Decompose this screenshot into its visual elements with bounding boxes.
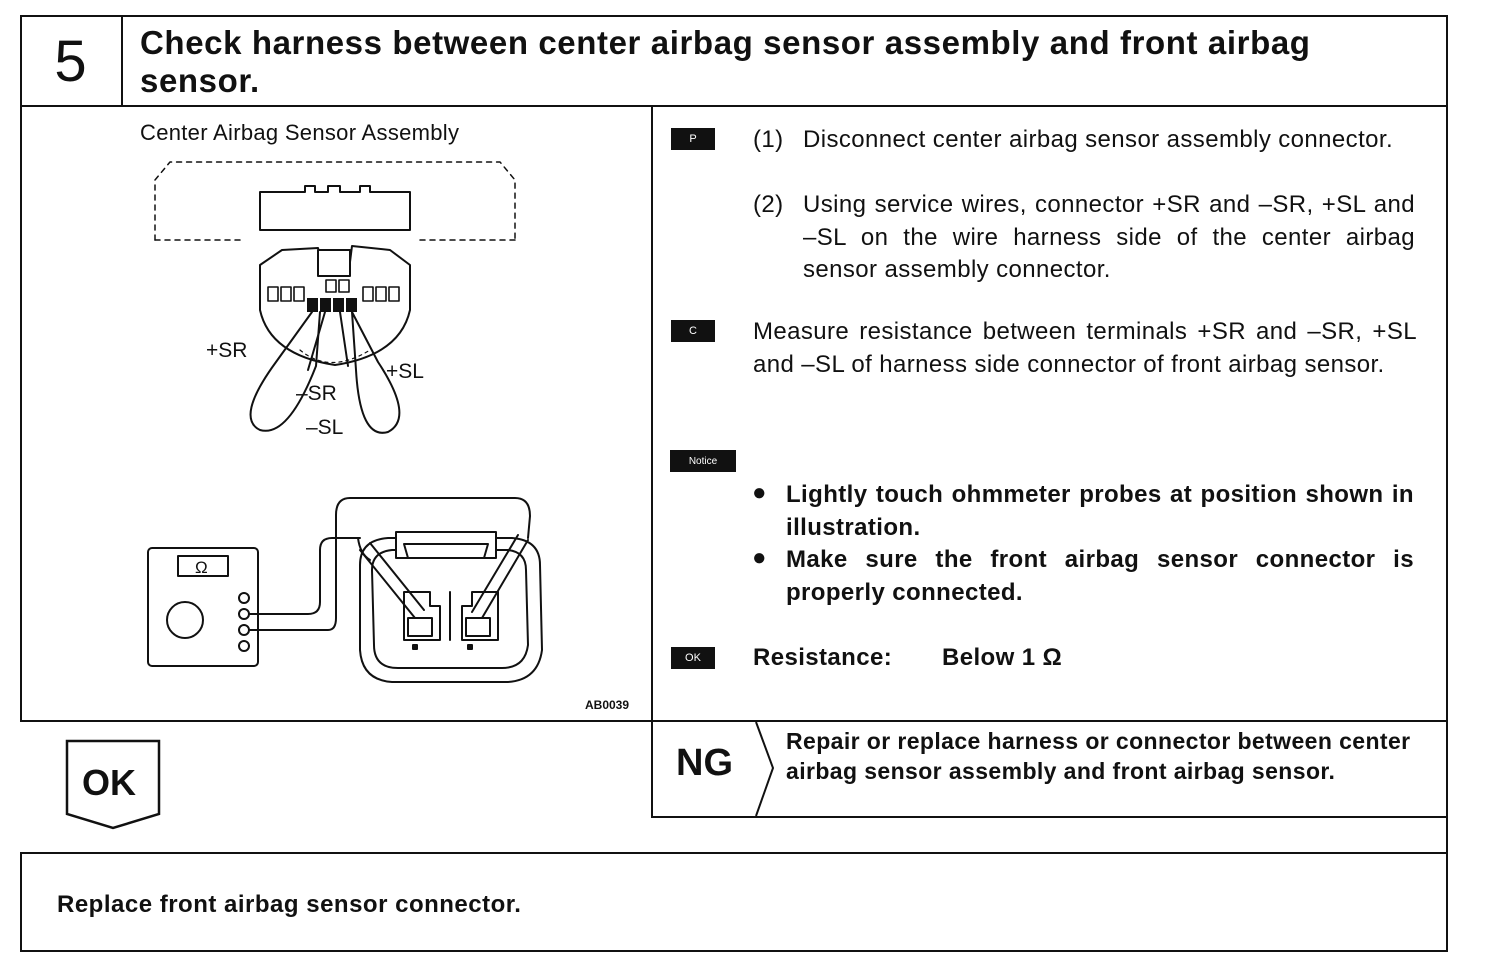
- label-minus-sr: –SR: [296, 382, 337, 405]
- ng-chevron-icon: [755, 721, 775, 817]
- connector-line: [1446, 818, 1448, 854]
- ok-arrow-icon: [65, 739, 161, 830]
- ok-result-label: OK: [82, 762, 136, 803]
- column-divider: [651, 106, 653, 816]
- notice-tag: Notice: [670, 450, 736, 472]
- prepare-step-1-num: (1): [753, 126, 784, 153]
- prepare-step-2-text: Using service wires, connector +SR and –…: [803, 191, 1415, 283]
- notice-bullet-icon: ●: [752, 544, 767, 571]
- ng-result-label: NG: [676, 742, 733, 784]
- notice-1: Lightly touch ohmmeter probes at positio…: [786, 481, 1414, 541]
- resistance-value: Below 1 Ω: [942, 644, 1063, 671]
- step-title: Check harness between center airbag sens…: [140, 24, 1311, 99]
- label-minus-sl: –SL: [306, 416, 343, 439]
- step-number-cell: 5: [20, 15, 123, 107]
- label-plus-sl: +SL: [386, 360, 424, 383]
- check-tag: C: [671, 320, 715, 342]
- ohm-symbol: Ω: [195, 558, 208, 577]
- notice-2: Make sure the front airbag sensor connec…: [786, 546, 1414, 606]
- final-action-text: Replace front airbag sensor connector.: [57, 891, 522, 918]
- final-action-box: [20, 852, 1448, 952]
- label-plus-sr: +SR: [206, 339, 247, 362]
- prepare-step-2-num: (2): [753, 191, 784, 218]
- ng-result-box: [651, 720, 1448, 818]
- prepare-step-1-text: Disconnect center airbag sensor assembly…: [803, 126, 1394, 153]
- prepare-tag: P: [671, 128, 715, 150]
- check-text: Measure resistance between terminals +SR…: [753, 318, 1417, 378]
- resistance-label: Resistance:: [753, 644, 893, 671]
- notice-bullet-icon: ●: [752, 479, 767, 506]
- step-number: 5: [54, 28, 87, 94]
- step-header: [20, 15, 1448, 107]
- connector-illustration: +SR –SR +SL –SL Ω: [147, 161, 543, 683]
- figure-title: Center Airbag Sensor Assembly: [140, 120, 460, 145]
- figure-code: AB0039: [585, 698, 630, 712]
- ok-tag: OK: [671, 647, 715, 669]
- ng-result-text: Repair or replace harness or connector b…: [786, 728, 1411, 784]
